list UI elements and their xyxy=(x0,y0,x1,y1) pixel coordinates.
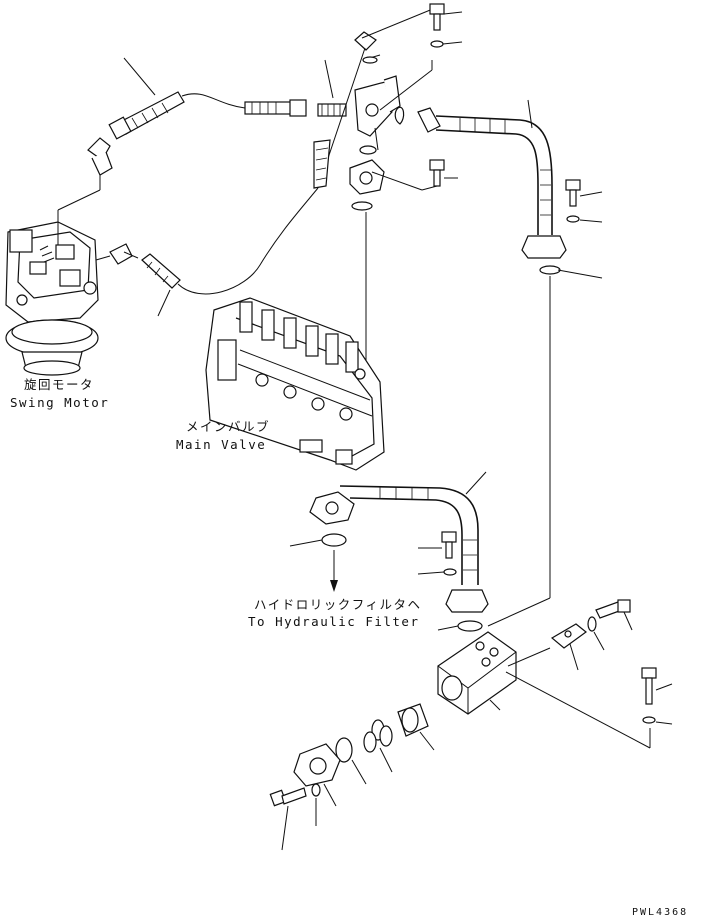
main-valve xyxy=(205,297,385,471)
bolt-lower-right xyxy=(641,667,673,725)
hydraulic-filter-label-en: To Hydraulic Filter xyxy=(248,614,420,629)
bolt-top-right xyxy=(429,3,463,70)
hydraulic-filter-label-jp: ハイドロリックフィルタヘ xyxy=(254,597,422,612)
hose-lower-left xyxy=(123,187,319,317)
filter-block xyxy=(437,620,651,749)
elbow-fitting-motor-side xyxy=(95,243,133,265)
bolt-lower-left xyxy=(269,783,321,851)
swing-motor-label-en: Swing Motor xyxy=(10,395,110,410)
hose-upper-left xyxy=(108,57,307,140)
elbow-fitting-motor-top xyxy=(57,137,113,245)
adapter-fittings-top xyxy=(313,5,441,375)
main-valve-label-jp: メインバルブ xyxy=(186,419,271,434)
bolt-right-upper xyxy=(565,179,603,223)
plate-and-bolt-right xyxy=(507,599,633,671)
pipe-to-filter xyxy=(289,471,489,613)
drawing-code: PWL4368 xyxy=(632,907,689,918)
main-valve-label-en: Main Valve xyxy=(176,437,267,452)
swing-motor xyxy=(5,221,99,376)
swing-motor-label-jp: 旋回モータ xyxy=(24,377,95,392)
bolt-mid-top xyxy=(421,159,458,191)
strainer-parts xyxy=(293,703,435,807)
return-pipe-top xyxy=(417,99,603,627)
bolt-right-mid xyxy=(417,531,457,576)
